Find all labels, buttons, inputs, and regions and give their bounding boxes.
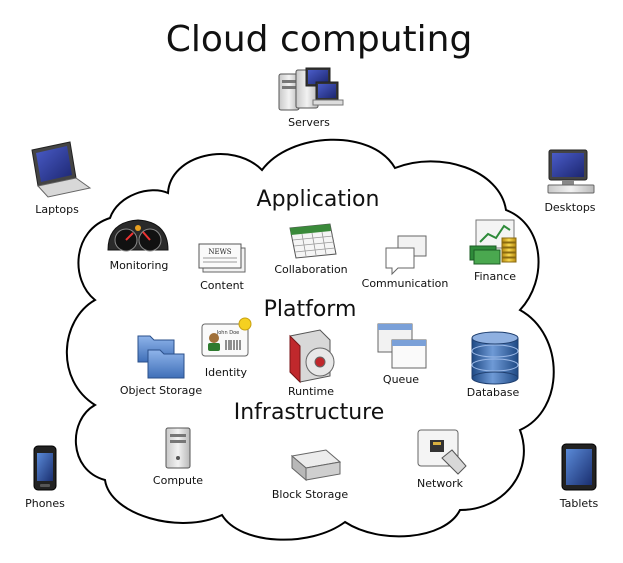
label-identity: Identity bbox=[204, 366, 248, 379]
layer-platform: Platform bbox=[263, 297, 357, 322]
news-icon-text: NEWS bbox=[208, 248, 231, 256]
label-runtime: Runtime bbox=[288, 385, 334, 398]
label-network: Network bbox=[417, 477, 463, 490]
finance-icon bbox=[469, 219, 517, 265]
label-queue: Queue bbox=[382, 373, 420, 386]
compute-icon bbox=[165, 427, 191, 469]
label-block-storage: Block Storage bbox=[271, 488, 349, 501]
laptop-icon bbox=[31, 141, 92, 198]
label-database: Database bbox=[466, 386, 520, 399]
label-collaboration: Collaboration bbox=[274, 263, 348, 276]
layer-application: Application bbox=[256, 187, 380, 212]
block-storage-icon bbox=[290, 449, 342, 482]
label-compute: Compute bbox=[152, 474, 204, 487]
queue-icon bbox=[377, 323, 427, 369]
newspaper-icon: NEWS bbox=[198, 243, 246, 273]
label-content: Content bbox=[200, 279, 244, 292]
tablet-icon bbox=[561, 443, 597, 491]
label-monitoring: Monitoring bbox=[109, 259, 169, 272]
label-laptops: Laptops bbox=[35, 203, 79, 216]
label-communication: Communication bbox=[361, 277, 449, 290]
monitoring-icon bbox=[107, 219, 169, 252]
servers-icon bbox=[278, 67, 344, 111]
label-desktops: Desktops bbox=[544, 201, 596, 214]
desktop-icon bbox=[547, 149, 595, 194]
network-icon bbox=[417, 429, 467, 475]
database-icon bbox=[471, 331, 519, 385]
phone-icon bbox=[33, 445, 57, 491]
badge-name-text: John Doe bbox=[216, 330, 239, 336]
speech-bubbles-icon bbox=[385, 235, 427, 276]
runtime-icon bbox=[289, 329, 335, 384]
diagram-title: Cloud computing bbox=[165, 19, 473, 60]
label-tablets: Tablets bbox=[559, 497, 599, 510]
layer-infrastructure: Infrastructure bbox=[233, 400, 385, 425]
label-phones: Phones bbox=[25, 497, 65, 510]
id-badge-icon: John Doe bbox=[201, 317, 252, 357]
folders-icon bbox=[137, 335, 185, 379]
label-servers: Servers bbox=[288, 116, 330, 129]
calendar-icon bbox=[289, 223, 337, 259]
label-finance: Finance bbox=[473, 270, 517, 283]
label-object-storage: Object Storage bbox=[119, 384, 203, 397]
